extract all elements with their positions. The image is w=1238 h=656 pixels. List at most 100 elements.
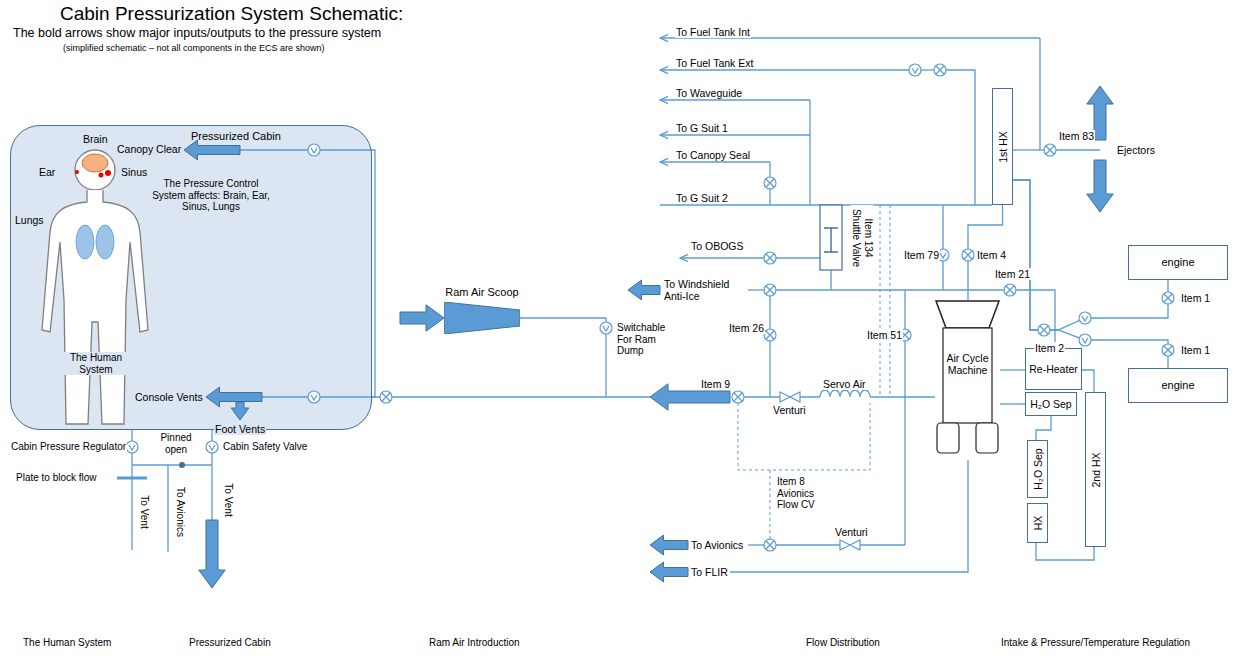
callout-label: To Fuel Tank Ext (675, 57, 754, 69)
shutoff-valve (732, 391, 744, 403)
scoop-shape (444, 302, 520, 334)
cabin-fill (10, 125, 372, 430)
callout-label: To Windshield Anti-Ice (663, 278, 737, 302)
callout-label: To Waveguide (675, 87, 743, 99)
callout-label: Brain (82, 133, 109, 145)
callout-label: Item 26 (728, 322, 765, 334)
water-separator: H₂O Sep (1025, 392, 1077, 416)
pipe-line (131, 430, 132, 441)
shuttle-valve-body (820, 205, 842, 270)
check-valve (206, 441, 218, 453)
pipe-line (211, 430, 212, 441)
reheater-box: Re-Heater (1025, 348, 1082, 390)
human-head (75, 150, 115, 190)
callout-label: To Canopy Seal (675, 149, 751, 161)
callout-label: Venturi (772, 404, 807, 416)
pipe-line (1016, 290, 1055, 348)
check-valve (600, 322, 612, 334)
callout-label: To Avionics (174, 486, 186, 538)
flow-arrow (400, 305, 444, 331)
flow-arrow (199, 520, 225, 588)
sinus-dot (99, 173, 104, 178)
callout-label: The Pressure Control System affects: Bra… (150, 178, 272, 213)
pipe-line (1039, 38, 1040, 150)
pipe-line (870, 396, 935, 397)
callout-label: To Avionics (690, 539, 744, 551)
check-valve (1079, 312, 1091, 324)
shutoff-valve (1162, 344, 1174, 356)
human-figure (42, 150, 148, 424)
flow-arrow (184, 140, 240, 160)
brain-icon (82, 154, 108, 172)
callout-label: Cabin Pressure Regulator (10, 441, 127, 453)
pipe-line (240, 149, 308, 150)
callout-label: Item 51 (866, 329, 903, 341)
callout-label: Foot Vents (214, 423, 266, 435)
node-label: engine (1161, 256, 1194, 269)
callout-label: Switchable For Ram Dump (616, 322, 680, 357)
check-valve (909, 64, 921, 76)
pipe-line (809, 100, 810, 205)
section-label: The Human System (22, 637, 112, 649)
pipe-line (730, 460, 968, 572)
node-label: Ram Air Scoop (444, 286, 520, 299)
pipe-line (776, 257, 820, 258)
pipe-line (769, 162, 770, 177)
callout-label: Item 79 (903, 249, 940, 261)
pipe-line (748, 289, 764, 290)
callout-label: Item 4 (976, 249, 1007, 261)
human-body (42, 190, 148, 424)
venturi-symbol (840, 540, 860, 550)
shutoff-valve (962, 249, 974, 261)
lung-icon (76, 225, 94, 259)
shutoff-valve (934, 64, 946, 76)
pipe-line (1000, 403, 1025, 404)
callout-label: The Human System (58, 352, 134, 375)
callout-label: Ear (38, 166, 56, 178)
pipe-line (320, 150, 375, 397)
node-label: Air Cycle Machine (943, 352, 992, 376)
callout-label: The bold arrows show major inputs/output… (12, 26, 382, 40)
pipe-line (904, 290, 905, 329)
callout-label: To Vent (222, 482, 234, 517)
sinus-dot (105, 170, 111, 176)
shutoff-valve (1004, 284, 1016, 296)
callout-label: To FLIR (690, 566, 729, 578)
node-label: Pressurized Cabin (191, 130, 281, 143)
pipe-line (769, 189, 770, 205)
heat-exchanger: 2nd HX (1085, 392, 1106, 547)
callout-label: Item 8 Avionics Flow CV (776, 476, 834, 511)
outlet-line (660, 134, 810, 135)
control-line (738, 403, 870, 470)
callout-label: Plate to block flow (15, 472, 98, 484)
flow-arrow (628, 280, 660, 300)
pipe-line (1036, 416, 1051, 440)
shutoff-valve (764, 252, 776, 264)
shutoff-valve (764, 284, 776, 296)
section-label: Ram Air Introduction (428, 637, 521, 649)
check-valve (308, 144, 320, 156)
check-valve (308, 391, 320, 403)
pressurized-cabin: Pressurized Cabin (10, 125, 372, 430)
ear-dot (75, 170, 79, 174)
pipe-line (946, 70, 975, 205)
ram-air-scoop: Ram Air Scoop (444, 286, 520, 334)
shutoff-valve (380, 391, 392, 403)
shutoff-valve (764, 539, 776, 551)
callout-label: Console Vents (134, 391, 204, 403)
lung-icon (96, 225, 114, 259)
outlet-line (660, 161, 770, 162)
pipe-line (606, 396, 650, 397)
shutoff-valve (1162, 292, 1174, 304)
flow-arrow (650, 535, 688, 555)
callout-label: Servo Air (822, 378, 867, 390)
callout-label: To Vent (138, 494, 150, 529)
shutoff-valve (1044, 144, 1056, 156)
control-line (880, 205, 881, 397)
callout-label: Item 83 (1058, 130, 1095, 142)
pipe-line (211, 453, 212, 520)
machine-shape (935, 300, 1000, 460)
node-label: Re-Heater (1029, 363, 1077, 375)
heat-exchanger: 1st HX (992, 88, 1013, 205)
